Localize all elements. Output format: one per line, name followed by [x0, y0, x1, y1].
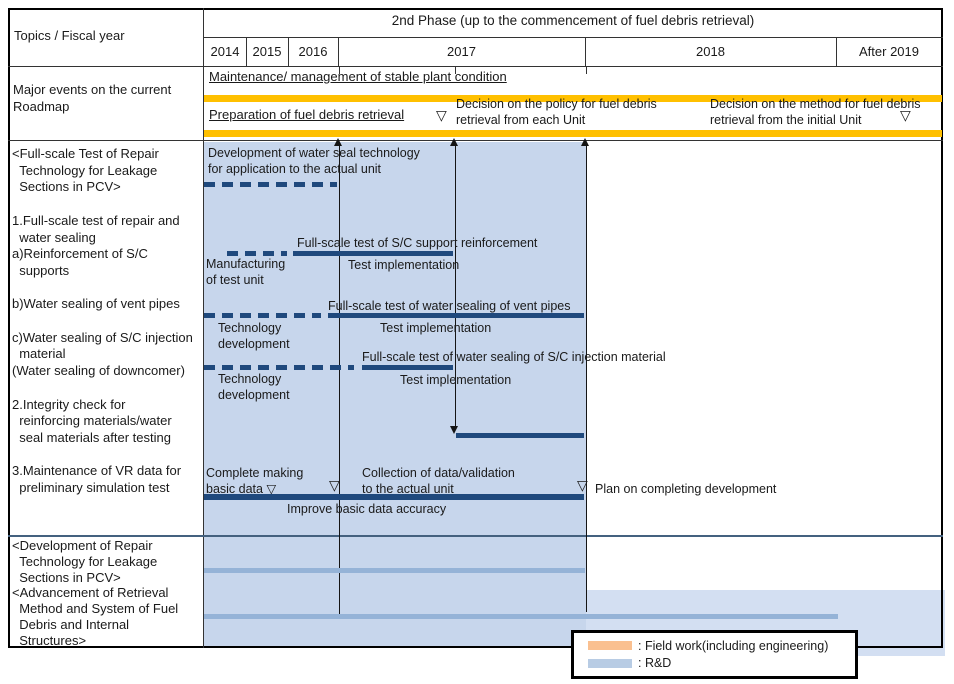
legend-field-work-label: : Field work(including engineering)	[638, 638, 829, 653]
year-after-2019: After 2019	[859, 44, 919, 59]
topic-development-advancement: <Development of Repair Technology for Le…	[12, 538, 179, 648]
preparation-label: Preparation of fuel debris retrieval	[209, 107, 405, 122]
field-work-swatch-icon	[588, 641, 632, 651]
arrow-up-icon-2017	[581, 138, 589, 146]
tick-2016-boundary	[339, 66, 340, 74]
vent-pipe-techdev-label: Technology development	[218, 321, 290, 351]
advancement-retrieval-bar	[204, 614, 838, 619]
sc-support-test-bar	[293, 251, 453, 256]
maintenance-label: Maintenance/ management of stable plant …	[209, 69, 507, 84]
water-seal-dev-bar	[204, 182, 337, 187]
water-seal-dev-label: Development of water seal technology for…	[208, 146, 420, 176]
sc-support-test-label: Full-scale test of S/C support reinforce…	[297, 236, 538, 250]
year-2015: 2015	[252, 44, 282, 59]
topics-column-divider	[203, 8, 204, 648]
phase-row-divider	[203, 37, 943, 38]
year-divider-2015-2016	[288, 37, 289, 66]
plan-completing-milestone-icon: ▽	[577, 477, 588, 493]
tick-2017-boundary	[586, 66, 587, 74]
basic-data-milestone-icon: ▽	[329, 477, 340, 493]
arrow-up-icon-mid2017	[450, 138, 458, 146]
year-2017: 2017	[447, 44, 476, 59]
sc-injection-techdev-bar	[204, 365, 354, 370]
vent-pipe-techdev-bar	[204, 313, 321, 318]
arrow-line-2016	[339, 145, 340, 617]
integrity-check-bar	[456, 433, 584, 438]
legend-row-rnd: : R&D	[574, 656, 855, 670]
improve-accuracy-label: Improve basic data accuracy	[287, 502, 447, 516]
sc-injection-test-label: Full-scale test of water sealing of S/C …	[362, 350, 666, 364]
phase-header: 2nd Phase (up to the commencement of fue…	[391, 13, 755, 28]
year-divider-2017-2018	[585, 37, 586, 66]
arrow-up-icon-2016	[334, 138, 342, 146]
vr-data-bar	[204, 494, 584, 500]
major-events-row-label: Major events on the current Roadmap	[13, 82, 172, 114]
plan-completing-label: Plan on completing development	[595, 482, 777, 496]
topics-header: Topics / Fiscal year	[14, 28, 125, 43]
preparation-milestone-icon: ▽	[436, 107, 447, 123]
rnd-swatch-icon	[588, 658, 632, 668]
test-row-divider	[8, 535, 943, 537]
year-divider-2016-2017	[338, 37, 339, 66]
major-events-row-divider	[8, 140, 943, 141]
collection-data-label: Collection of data/validation to the act…	[362, 466, 515, 496]
year-2018: 2018	[696, 44, 725, 59]
decision-method-label: Decision on the method for fuel debris r…	[710, 97, 921, 127]
sc-support-test-impl-label: Test implementation	[348, 258, 460, 272]
year-2016: 2016	[298, 44, 328, 59]
arrow-line-mid2017	[455, 145, 456, 427]
complete-basic-data-label: Complete making basic data ▽	[206, 466, 304, 496]
year-divider-2018-after2019	[836, 37, 837, 66]
field-work-bar-preparation	[204, 130, 942, 137]
development-repair-bar	[204, 568, 585, 573]
manufacturing-label: Manufacturing of test unit	[206, 257, 286, 287]
sc-injection-test-impl-label: Test implementation	[400, 373, 512, 387]
legend-row-field-work: : Field work(including engineering)	[574, 639, 855, 653]
years-row-divider	[8, 66, 943, 67]
field-work-bar-maintenance	[204, 95, 942, 102]
sc-injection-test-bar	[362, 365, 453, 370]
vent-pipe-test-impl-label: Test implementation	[380, 321, 492, 335]
year-divider-2014-2015	[246, 37, 247, 66]
vent-pipe-test-bar	[328, 313, 584, 318]
tick-mid-2017	[455, 66, 456, 74]
topic-full-scale-test: <Full-scale Test of Repair Technology fo…	[12, 146, 193, 496]
legend-rnd-label: : R&D	[638, 656, 672, 671]
year-2014: 2014	[210, 44, 240, 59]
rnd-shaded-region	[204, 142, 586, 648]
table-outer-border	[8, 8, 943, 648]
decision-method-milestone-icon: ▽	[900, 107, 911, 123]
decision-policy-label: Decision on the policy for fuel debris r…	[456, 97, 657, 127]
legend: : Field work(including engineering) : R&…	[571, 630, 858, 679]
arrow-line-2017	[586, 145, 587, 612]
arrow-down-icon-mid2017	[450, 426, 458, 434]
vent-pipe-test-label: Full-scale test of water sealing of vent…	[328, 299, 571, 313]
sc-injection-techdev-label: Technology development	[218, 372, 290, 402]
sc-support-manufacturing-bar	[227, 251, 287, 256]
